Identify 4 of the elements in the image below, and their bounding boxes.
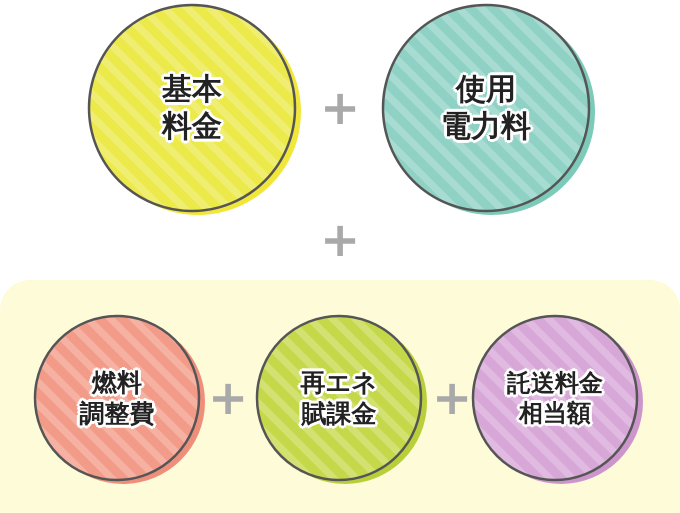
plus-sign: + — [208, 378, 248, 418]
plus-sign: + — [432, 378, 472, 418]
plus-sign: + — [320, 88, 360, 128]
plus-sign: + — [320, 220, 360, 260]
